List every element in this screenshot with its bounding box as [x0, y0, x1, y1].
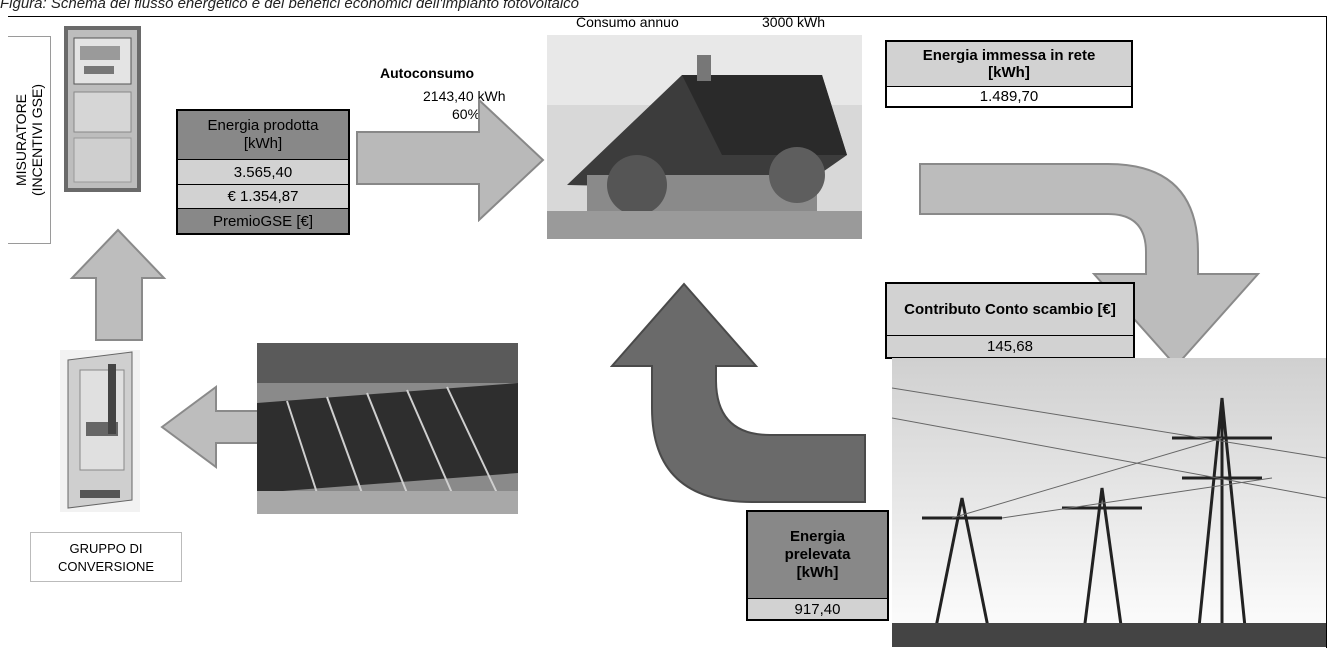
withdrawn-header: Energia prelevata [kWh] — [748, 512, 887, 598]
meter-icon — [64, 26, 141, 192]
meter-label-line1: MISURATORE — [13, 93, 29, 187]
exchange-header: Contributo Conto scambio [€] — [887, 284, 1133, 335]
diagram-frame — [8, 16, 1327, 648]
solar-panels-photo — [257, 343, 518, 514]
meter-label-line2: (INCENTIVI GSE) — [29, 83, 45, 197]
withdrawn-value: 917,40 — [748, 598, 887, 619]
selfconsumption-title: Autoconsumo — [380, 65, 475, 81]
consumption-label: Consumo annuo — [576, 14, 679, 30]
exchange-table: Contributo Conto scambio [€] 145,68 — [885, 282, 1135, 359]
injected-header: Energia immessa in rete [kWh] — [887, 42, 1131, 86]
house-photo — [547, 35, 862, 239]
selfconsumption-kwh: 2143,40 kWh — [423, 88, 506, 104]
inverter-label-line2: CONVERSIONE — [57, 559, 155, 574]
exchange-value: 145,68 — [887, 335, 1133, 357]
inverter-label-box: GRUPPO DI CONVERSIONE — [30, 532, 182, 582]
inverter-to-meter-arrow — [69, 228, 167, 341]
inverter-photo — [60, 350, 140, 512]
injected-table: Energia immessa in rete [kWh] 1.489,70 — [885, 40, 1133, 108]
solar-panels-icon — [257, 343, 518, 514]
figure-caption: Figura: Schema del flusso energetico e d… — [0, 0, 580, 12]
consumption-value: 3000 kWh — [762, 14, 826, 30]
inverter-label-line1: GRUPPO DI — [69, 541, 143, 556]
withdrawal-curved-arrow — [610, 282, 866, 503]
selfconsumption-arrow — [356, 98, 545, 222]
injected-value: 1.489,70 — [887, 86, 1131, 106]
production-table: Energia prodotta [kWh] 3.565,40 € 1.354,… — [176, 109, 350, 235]
injection-curved-arrow — [919, 163, 1261, 368]
house-icon — [547, 35, 862, 239]
production-footer: PremioGSE [€] — [178, 208, 348, 233]
production-money-value: € 1.354,87 — [178, 184, 348, 208]
meter-label-box: MISURATORE (INCENTIVI GSE) — [8, 36, 51, 244]
pylons-photo — [892, 358, 1326, 647]
production-header: Energia prodotta [kWh] — [178, 111, 348, 159]
pylons-icon — [892, 358, 1326, 647]
production-energy-value: 3.565,40 — [178, 159, 348, 184]
withdrawn-table: Energia prelevata [kWh] 917,40 — [746, 510, 889, 621]
selfconsumption-pct: 60% — [452, 106, 481, 122]
meter-photo — [64, 26, 141, 192]
inverter-icon — [60, 350, 140, 512]
